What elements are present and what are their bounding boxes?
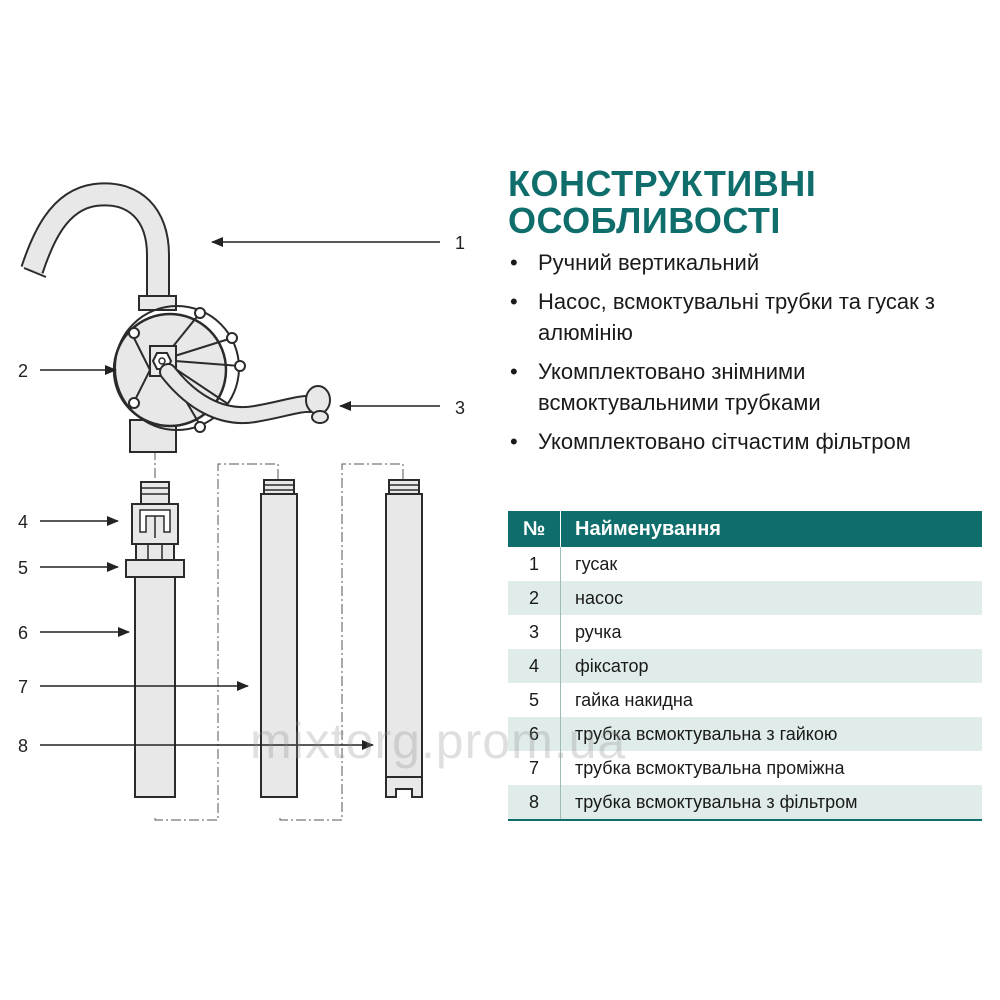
assembly-guide-lines (154, 450, 404, 821)
callout-arrows (40, 237, 440, 750)
watermark: mixtorg.prom.ua (250, 713, 627, 769)
callout-label-6: 6 (18, 623, 28, 643)
part-name: фіксатор (560, 649, 982, 683)
feature-item: Насос, всмоктувальні трубки та гусак з а… (508, 286, 983, 348)
callout-label-2: 2 (18, 361, 28, 381)
parts-table: № Найменування 1 гусак 2 насос 3 ручка 4… (508, 511, 982, 821)
part-number: 1 (508, 547, 561, 581)
section-title: КОНСТРУКТИВНІ ОСОБЛИВОСТІ (508, 165, 983, 239)
suction-tube-with-nut (134, 576, 176, 798)
callout-label-7: 7 (18, 677, 28, 697)
part-number: 8 (508, 785, 561, 821)
part-number: 2 (508, 581, 561, 615)
part-name: гусак (575, 553, 618, 574)
section-title-line-2: ОСОБЛИВОСТІ (508, 200, 781, 241)
part-name: трубка всмоктувальна з гайкою (560, 717, 982, 751)
part-name: трубка всмоктувальна з фільтром (560, 785, 982, 821)
callout-label-8: 8 (18, 736, 28, 756)
features-list: Ручний вертикальний Насос, всмоктувальні… (508, 247, 983, 457)
spout (20, 182, 177, 311)
lock-fixator (131, 481, 179, 561)
callout-label-1: 1 (455, 233, 465, 253)
table-row: 2 насос (508, 581, 982, 615)
table-row: 3 ручка (508, 615, 982, 649)
table-row: 7 трубка всмоктувальна проміжна (508, 751, 982, 785)
part-number: 4 (508, 649, 561, 683)
suction-tube-with-filter (385, 479, 423, 798)
column-header-name: Найменування (560, 511, 982, 547)
part-name: гайка накидна (575, 689, 693, 710)
callout-label-5: 5 (18, 558, 28, 578)
table-header-row: № Найменування (508, 511, 982, 547)
handle (159, 363, 331, 425)
feature-item: Укомплектовано сітчастим фільтром (508, 426, 983, 457)
feature-item: Ручний вертикальний (508, 247, 983, 278)
section-title-line-1: КОНСТРУКТИВНІ (508, 163, 817, 204)
suction-tube-intermediate (260, 479, 298, 798)
part-name: ручка (575, 621, 622, 642)
column-header-number: № (508, 511, 561, 547)
table-row: 4 фіксатор (508, 649, 982, 683)
callout-label-4: 4 (18, 512, 28, 532)
table-row: 1 гусак (508, 547, 982, 581)
table-row: 5 гайка накидна (508, 683, 982, 717)
union-nut (125, 559, 185, 578)
callout-label-3: 3 (455, 398, 465, 418)
part-name: трубка всмоктувальна проміжна (575, 757, 845, 778)
table-row: 6 трубка всмоктувальна з гайкою (508, 717, 982, 751)
features-panel: КОНСТРУКТИВНІ ОСОБЛИВОСТІ Ручний вертика… (508, 165, 983, 465)
part-number: 3 (508, 615, 561, 649)
part-number: 6 (508, 717, 561, 751)
part-name: насос (560, 581, 982, 615)
part-number: 7 (508, 751, 561, 785)
feature-item: Укомплектовано знімними всмоктувальними … (508, 356, 983, 418)
part-number: 5 (508, 683, 561, 717)
table-row: 8 трубка всмоктувальна з фільтром (508, 785, 982, 821)
pump-diagram: 1 2 3 4 5 6 7 8 (18, 182, 465, 821)
